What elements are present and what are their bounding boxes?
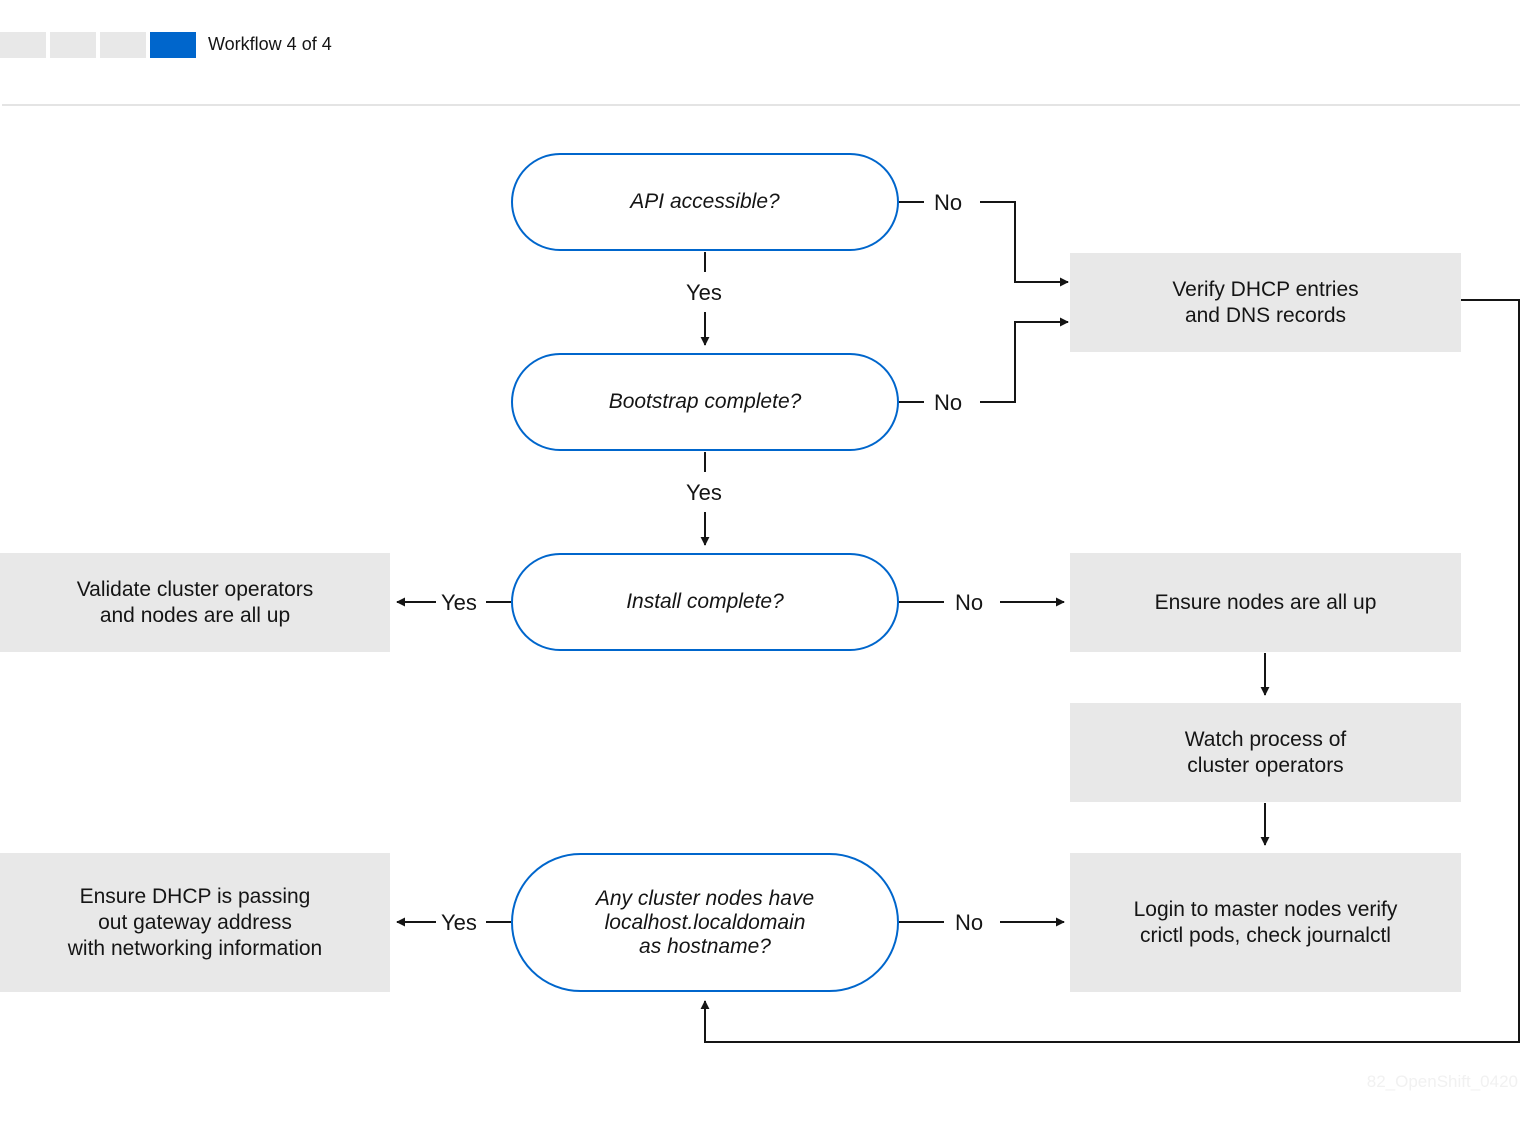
edge-label-install-no: No [953, 590, 986, 615]
edge-label-api-yes: Yes [684, 280, 724, 305]
decision-bootstrap-text: Bootstrap complete? [608, 390, 802, 413]
edge-bootstrap-no [980, 317, 1069, 403]
process-ensure-dhcp-line3: with networking information [67, 936, 323, 960]
progress-step-1 [0, 32, 46, 58]
decision-install-complete: Install complete? [511, 553, 899, 651]
process-ensure-dhcp-line2: out gateway address [98, 910, 292, 934]
edge-label-localhost-no: No [953, 910, 986, 935]
process-login-line1: Login to master nodes verify [1133, 897, 1398, 921]
decision-api-accessible: API accessible? [511, 153, 899, 251]
process-verify-line1: Verify DHCP entries [1172, 277, 1359, 301]
progress-step-3 [100, 32, 146, 58]
edge-label-api-no: No [932, 190, 965, 215]
edge-label-bootstrap-yes: Yes [684, 480, 724, 505]
decision-localhost-line1: Any cluster nodes have [595, 886, 815, 910]
process-login-line2: crictl pods, check journalctl [1140, 923, 1391, 947]
process-ensure-nodes-text: Ensure nodes are all up [1154, 590, 1377, 614]
progress-step-4 [150, 32, 196, 58]
header-divider [2, 104, 1520, 106]
edge-api-no [980, 201, 1069, 287]
process-verify-dhcp-dns: Verify DHCP entries and DNS records [1070, 253, 1461, 352]
process-login-master: Login to master nodes verify crictl pods… [1070, 853, 1461, 992]
edge-label-bootstrap-no: No [932, 390, 965, 415]
process-ensure-dhcp-line1: Ensure DHCP is passing [79, 884, 311, 908]
process-ensure-dhcp-gateway: Ensure DHCP is passing out gateway addre… [0, 853, 390, 992]
process-verify-line2: and DNS records [1184, 303, 1347, 327]
decision-bootstrap-complete: Bootstrap complete? [511, 353, 899, 451]
decision-install-text: Install complete? [626, 590, 784, 613]
edge-label-localhost-yes: Yes [439, 910, 479, 935]
decision-localhost-line3: as hostname? [639, 934, 771, 958]
workflow-label: Workflow 4 of 4 [208, 34, 332, 54]
process-watch-operators: Watch process of cluster operators [1070, 703, 1461, 802]
process-validate-line2: and nodes are all up [99, 603, 291, 627]
figure-id-watermark: 82_OpenShift_0420 [1366, 1072, 1518, 1091]
process-watch-line1: Watch process of [1184, 727, 1347, 751]
decision-localhost-line2: localhost.localdomain [604, 910, 806, 934]
process-watch-line2: cluster operators [1187, 753, 1344, 777]
edge-verify-loop [700, 299, 1520, 1043]
process-validate-line1: Validate cluster operators [76, 577, 314, 601]
progress-step-2 [50, 32, 96, 58]
process-ensure-nodes-up: Ensure nodes are all up [1070, 553, 1461, 652]
process-validate-operators: Validate cluster operators and nodes are… [0, 553, 390, 652]
edge-label-install-yes: Yes [439, 590, 479, 615]
decision-api-text: API accessible? [630, 190, 780, 213]
decision-localhost-hostname: Any cluster nodes have localhost.localdo… [511, 853, 899, 992]
